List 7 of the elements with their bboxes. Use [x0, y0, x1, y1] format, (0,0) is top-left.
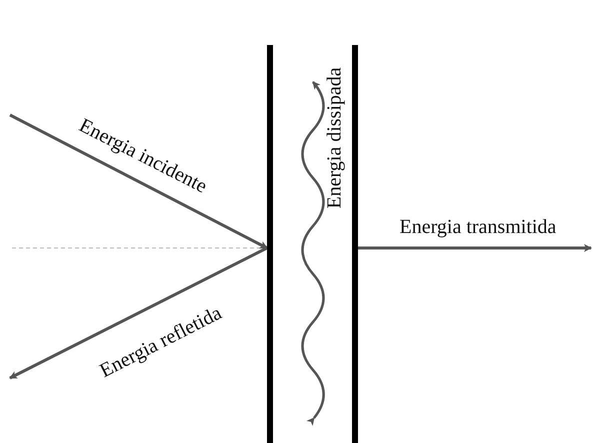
arrow — [358, 244, 592, 252]
arrow-label: Energia dissipada — [324, 67, 344, 209]
arrow — [9, 246, 268, 380]
edge-label: Energia transmitida — [400, 217, 556, 237]
wall-surface — [267, 45, 273, 443]
wall-surface — [352, 45, 358, 443]
arrow — [9, 114, 268, 250]
